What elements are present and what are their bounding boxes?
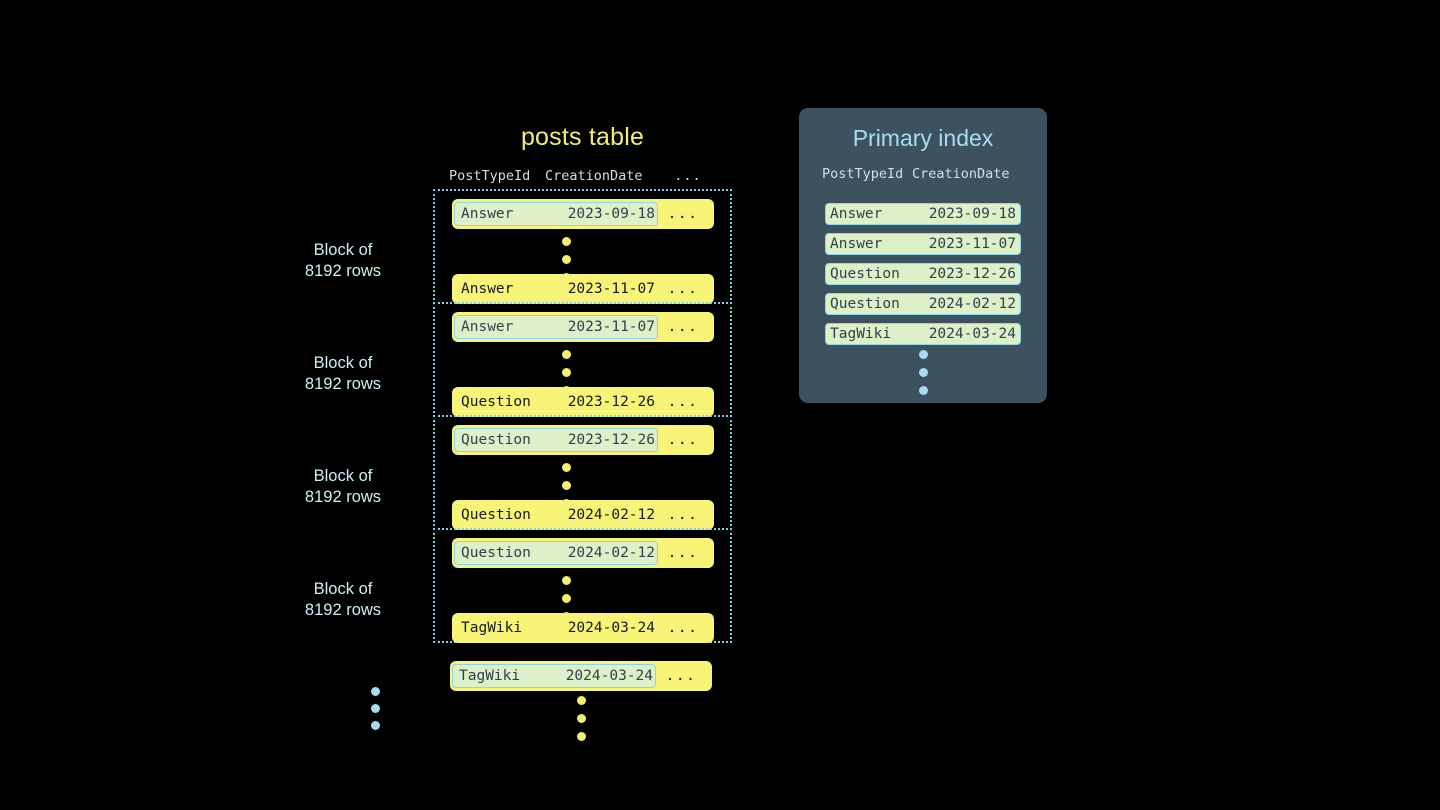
index-cell-posttypeid: Answer bbox=[830, 206, 883, 222]
blocks-continuation-ellipsis-icon bbox=[300, 687, 450, 730]
table-row: Question 2024-02-12 ... bbox=[452, 538, 714, 568]
cell-creationdate: 2023-12-26 bbox=[567, 432, 655, 448]
posts-table-column-headers: PostTypeId CreationDate ... bbox=[449, 166, 713, 186]
table-row-pill: Question 2024-02-12 ... bbox=[452, 500, 714, 530]
cell-posttypeid: Answer bbox=[461, 319, 514, 335]
index-cell-creationdate: 2023-11-07 bbox=[928, 236, 1016, 252]
cell-creationdate: 2024-02-12 bbox=[567, 545, 655, 561]
column-header-posttypeid: PostTypeId bbox=[449, 168, 531, 184]
block-label: Block of 8192 rows bbox=[304, 241, 382, 280]
table-block: Block of 8192 rows Answer 2023-11-07 ... bbox=[305, 302, 732, 417]
index-cell-posttypeid: Answer bbox=[830, 236, 883, 252]
indexed-cells: TagWiki 2024-03-24 bbox=[454, 616, 658, 640]
table-row: Question 2023-12-26 ... bbox=[452, 387, 714, 417]
cell-posttypeid: Question bbox=[461, 394, 531, 410]
cell-posttypeid: Question bbox=[461, 507, 531, 523]
primary-index-rows: Answer 2023-09-18 Answer 2023-11-07 Ques… bbox=[825, 203, 1021, 353]
column-header-creationdate: CreationDate bbox=[545, 168, 643, 184]
table-row: Question 2023-12-26 ... bbox=[452, 425, 714, 455]
table-row-pill: TagWiki 2024-03-24 ... bbox=[450, 661, 712, 691]
indexed-cells: Question 2024-02-12 bbox=[454, 541, 658, 565]
cell-posttypeid: TagWiki bbox=[461, 620, 523, 636]
cell-posttypeid: Question bbox=[461, 545, 531, 561]
indexed-cells: Question 2023-12-26 bbox=[454, 428, 658, 452]
cell-posttypeid: Answer bbox=[461, 206, 514, 222]
index-row: Question 2024-02-12 bbox=[825, 293, 1021, 315]
table-row-pill: Answer 2023-11-07 ... bbox=[452, 274, 714, 304]
table-row: TagWiki 2024-03-24 ... bbox=[452, 613, 714, 643]
indexed-cells: Question 2023-12-26 bbox=[454, 390, 658, 414]
table-row-pill: Question 2023-12-26 ... bbox=[452, 425, 714, 455]
table-row-pill: Answer 2023-11-07 ... bbox=[452, 312, 714, 342]
cell-creationdate: 2023-11-07 bbox=[567, 281, 655, 297]
cell-more: ... bbox=[667, 507, 699, 523]
table-row: Answer 2023-09-18 ... bbox=[452, 199, 714, 229]
column-header-more: ... bbox=[674, 168, 702, 184]
index-row: Answer 2023-11-07 bbox=[825, 233, 1021, 255]
table-row-pill: Answer 2023-09-18 ... bbox=[452, 199, 714, 229]
cell-more: ... bbox=[667, 432, 699, 448]
cell-creationdate: 2024-03-24 bbox=[565, 668, 653, 684]
index-cell-posttypeid: Question bbox=[830, 266, 900, 282]
cell-posttypeid: Answer bbox=[461, 281, 514, 297]
index-cell-creationdate: 2023-09-18 bbox=[928, 206, 1016, 222]
table-row-pill: TagWiki 2024-03-24 ... bbox=[452, 613, 714, 643]
cell-more: ... bbox=[667, 394, 699, 410]
indexed-cells: Answer 2023-11-07 bbox=[454, 315, 658, 339]
posts-table-title: posts table bbox=[520, 123, 645, 151]
table-row: Question 2024-02-12 ... bbox=[452, 500, 714, 530]
index-cell-creationdate: 2023-12-26 bbox=[928, 266, 1016, 282]
cell-more: ... bbox=[667, 281, 699, 297]
table-block: Block of 8192 rows Question 2024-02-12 .… bbox=[305, 528, 732, 643]
cell-creationdate: 2023-11-07 bbox=[567, 319, 655, 335]
indexed-cells: Answer 2023-09-18 bbox=[454, 202, 658, 226]
cell-creationdate: 2023-09-18 bbox=[567, 206, 655, 222]
block-label: Block of 8192 rows bbox=[304, 580, 382, 619]
table-row: Answer 2023-11-07 ... bbox=[452, 312, 714, 342]
cell-more: ... bbox=[667, 319, 699, 335]
table-row-pill: Question 2023-12-26 ... bbox=[452, 387, 714, 417]
cell-creationdate: 2024-03-24 bbox=[567, 620, 655, 636]
cell-creationdate: 2024-02-12 bbox=[567, 507, 655, 523]
index-row: TagWiki 2024-03-24 bbox=[825, 323, 1021, 345]
primary-index-title: Primary index bbox=[852, 125, 994, 151]
index-continuation-ellipsis-icon bbox=[825, 350, 1021, 395]
index-row: Answer 2023-09-18 bbox=[825, 203, 1021, 225]
index-cell-creationdate: 2024-02-12 bbox=[928, 296, 1016, 312]
cell-posttypeid: TagWiki bbox=[459, 668, 521, 684]
cell-more: ... bbox=[667, 206, 699, 222]
index-cell-creationdate: 2024-03-24 bbox=[928, 326, 1016, 342]
cell-more: ... bbox=[667, 620, 699, 636]
indexed-cells: Question 2024-02-12 bbox=[454, 503, 658, 527]
posts-table-blocks: Block of 8192 rows Answer 2023-09-18 ... bbox=[305, 189, 732, 643]
table-row: Answer 2023-11-07 ... bbox=[452, 274, 714, 304]
table-row: TagWiki 2024-03-24 ... bbox=[450, 661, 712, 691]
index-column-header-creationdate: CreationDate bbox=[912, 166, 1010, 182]
index-cell-posttypeid: TagWiki bbox=[830, 326, 892, 342]
block-label: Block of 8192 rows bbox=[304, 467, 382, 506]
table-block: Block of 8192 rows Question 2023-12-26 .… bbox=[305, 415, 732, 530]
index-row: Question 2023-12-26 bbox=[825, 263, 1021, 285]
table-row-pill: Question 2024-02-12 ... bbox=[452, 538, 714, 568]
cell-posttypeid: Question bbox=[461, 432, 531, 448]
primary-index-column-headers: PostTypeId CreationDate bbox=[822, 166, 1022, 182]
cell-more: ... bbox=[665, 668, 697, 684]
indexed-cells: TagWiki 2024-03-24 bbox=[452, 664, 656, 688]
index-column-header-posttypeid: PostTypeId bbox=[822, 166, 904, 182]
block-label: Block of 8192 rows bbox=[304, 354, 382, 393]
table-continuation-ellipsis-icon bbox=[450, 696, 712, 741]
cell-more: ... bbox=[667, 545, 699, 561]
cell-creationdate: 2023-12-26 bbox=[567, 394, 655, 410]
indexed-cells: Answer 2023-11-07 bbox=[454, 277, 658, 301]
index-cell-posttypeid: Question bbox=[830, 296, 900, 312]
table-block: Block of 8192 rows Answer 2023-09-18 ... bbox=[305, 189, 732, 304]
